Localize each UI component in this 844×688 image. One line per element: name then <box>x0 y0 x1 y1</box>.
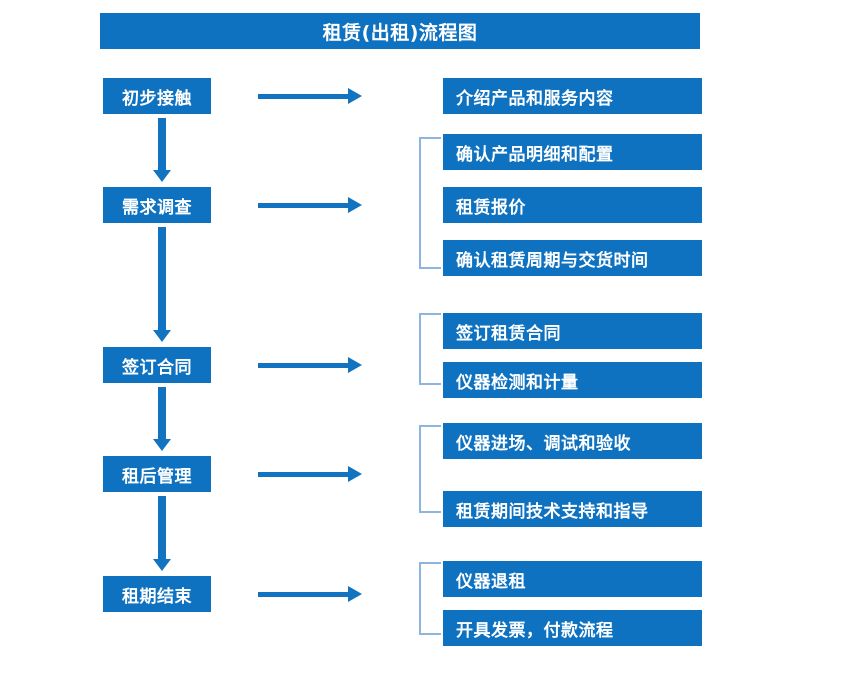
vertical-arrow-stage1-to-stage2 <box>150 118 174 185</box>
stage-box-rental-end[interactable]: 租期结束 <box>103 576 211 612</box>
arrow-head-icon <box>348 197 362 213</box>
horizontal-arrow-stage4-to-details <box>258 462 368 486</box>
vertical-arrow-stage2-to-stage3 <box>150 227 174 345</box>
detail-box-sign-rental-contract[interactable]: 签订租赁合同 <box>443 313 702 349</box>
horizontal-arrow-stage1-to-details <box>258 84 368 108</box>
arrow-shaft <box>158 496 166 559</box>
arrow-head-icon <box>348 466 362 482</box>
arrow-head-icon <box>348 586 362 602</box>
arrow-shaft <box>158 387 166 439</box>
detail-box-instrument-entry-commissioning-acceptance[interactable]: 仪器进场、调试和验收 <box>443 423 702 459</box>
detail-box-confirm-product-details-config[interactable]: 确认产品明细和配置 <box>443 134 702 170</box>
detail-box-instrument-inspection-metering[interactable]: 仪器检测和计量 <box>443 362 702 398</box>
detail-box-introduce-products-services[interactable]: 介绍产品和服务内容 <box>443 78 702 114</box>
arrow-head-icon <box>153 170 171 182</box>
arrow-shaft <box>258 472 350 477</box>
arrow-shaft <box>258 203 350 208</box>
arrow-shaft <box>258 592 350 597</box>
group-bracket-requirement-survey <box>419 137 441 269</box>
arrow-head-icon <box>153 439 171 451</box>
diagram-title: 租赁(出租)流程图 <box>100 13 700 49</box>
stage-box-requirement-survey[interactable]: 需求调查 <box>103 187 211 223</box>
detail-box-instrument-return[interactable]: 仪器退租 <box>443 561 702 597</box>
arrow-shaft <box>158 118 166 170</box>
arrow-head-icon <box>153 559 171 571</box>
detail-box-confirm-rental-period-delivery[interactable]: 确认租赁周期与交货时间 <box>443 240 702 276</box>
group-bracket-post-rental-management <box>419 425 441 513</box>
arrow-shaft <box>258 363 350 368</box>
arrow-shaft <box>158 227 166 330</box>
detail-box-invoice-payment-process[interactable]: 开具发票，付款流程 <box>443 610 702 646</box>
vertical-arrow-stage4-to-stage5 <box>150 496 174 574</box>
detail-box-technical-support-guidance[interactable]: 租赁期间技术支持和指导 <box>443 491 702 527</box>
arrow-head-icon <box>348 88 362 104</box>
group-bracket-sign-contract <box>419 313 441 385</box>
detail-box-rental-quotation[interactable]: 租赁报价 <box>443 187 702 223</box>
horizontal-arrow-stage3-to-details <box>258 353 368 377</box>
arrow-shaft <box>258 94 350 99</box>
vertical-arrow-stage3-to-stage4 <box>150 387 174 454</box>
horizontal-arrow-stage2-to-details <box>258 193 368 217</box>
stage-box-initial-contact[interactable]: 初步接触 <box>103 78 211 114</box>
horizontal-arrow-stage5-to-details <box>258 582 368 606</box>
group-bracket-rental-end <box>419 562 441 635</box>
stage-box-sign-contract[interactable]: 签订合同 <box>103 347 211 383</box>
arrow-head-icon <box>153 330 171 342</box>
arrow-head-icon <box>348 357 362 373</box>
stage-box-post-rental-management[interactable]: 租后管理 <box>103 456 211 492</box>
